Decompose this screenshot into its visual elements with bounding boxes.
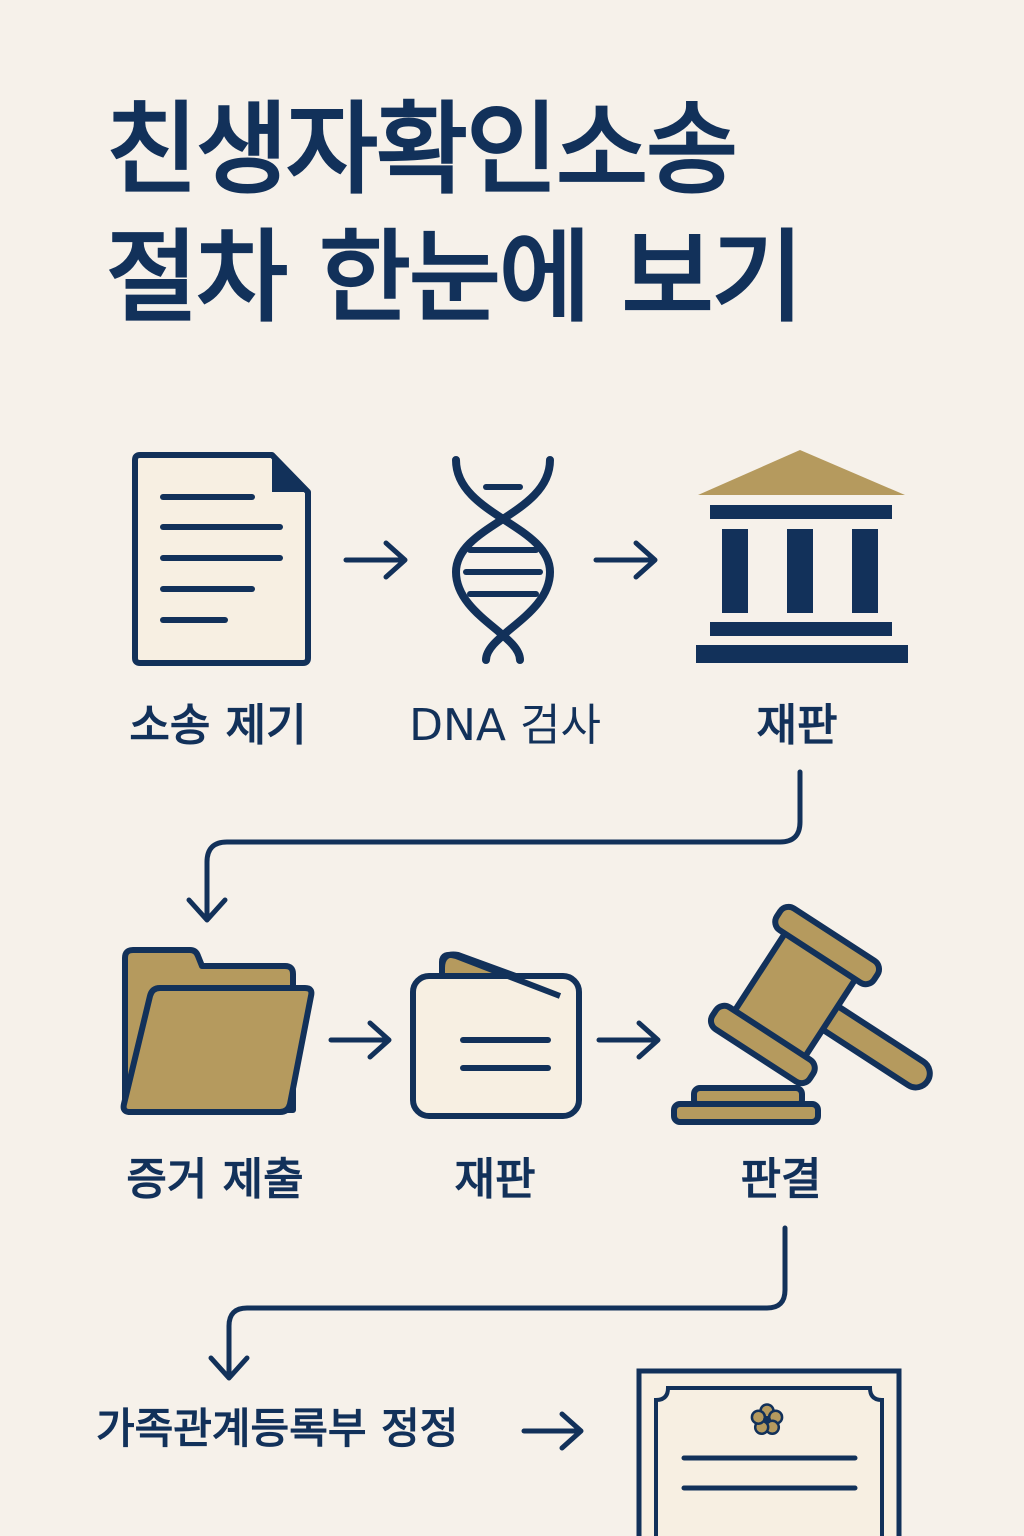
case-file-icon xyxy=(410,951,582,1119)
step-label-trial: 재판 xyxy=(756,700,838,751)
document-icon xyxy=(132,452,311,666)
arrow-icon xyxy=(328,1020,392,1060)
arrow-icon xyxy=(521,1411,584,1451)
gavel-icon xyxy=(671,903,933,1125)
courthouse-icon xyxy=(696,450,908,663)
arrow-icon xyxy=(596,1020,661,1060)
arrow-icon xyxy=(343,540,408,580)
connector-arrow xyxy=(186,769,803,923)
page-title-line-1: 친생자확인소송 xyxy=(106,91,738,208)
step-label-trial: 재판 xyxy=(454,1154,536,1205)
step-label-file-lawsuit: 소송 제기 xyxy=(129,700,307,751)
dna-helix-icon xyxy=(451,456,555,664)
connector-arrow xyxy=(208,1225,788,1381)
step-label-submit-evidence: 증거 제출 xyxy=(126,1154,304,1205)
step-label-judgment: 판결 xyxy=(740,1154,822,1205)
arrow-icon xyxy=(593,540,658,580)
flower-seal-icon xyxy=(750,1403,784,1436)
folder-icon xyxy=(120,947,315,1115)
step-label-dna-test: DNA 검사 xyxy=(409,700,601,751)
page-title-line-2: 절차 한눈에 보기 xyxy=(106,219,804,336)
certificate-icon xyxy=(636,1368,902,1536)
step-label-registry-correction: 가족관계등록부 정정 xyxy=(96,1404,459,1453)
